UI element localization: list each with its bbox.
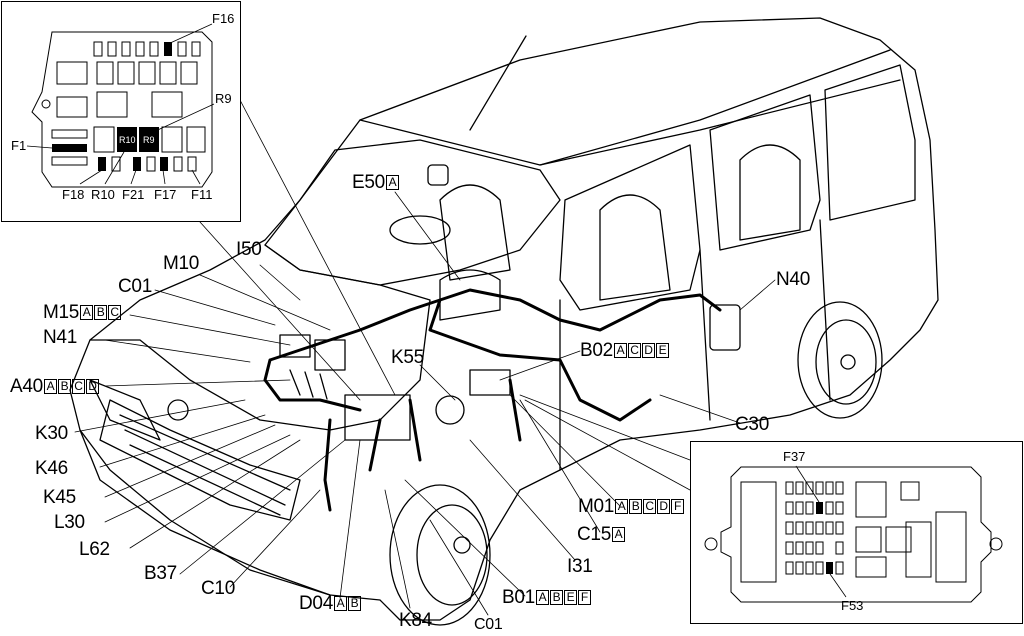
fuel-pump (709, 304, 741, 351)
label-k84: K84 (399, 610, 432, 631)
fuse-f17 (160, 157, 168, 171)
label-f17: F17 (154, 187, 177, 202)
label-k55: K55 (391, 347, 424, 368)
label-k45: K45 (43, 487, 76, 508)
label-f1: F1 (11, 138, 27, 153)
label-c01-bottom: C01 (474, 616, 503, 633)
label-l30: L30 (54, 512, 85, 533)
relay-r9 (139, 127, 159, 152)
headlight (89, 379, 161, 441)
fuse-f18 (98, 157, 106, 171)
fuse-f21 (133, 157, 141, 171)
side-window-middle (709, 94, 821, 251)
label-m10: M10 (163, 253, 200, 274)
label-f21: F21 (122, 187, 145, 202)
relay-r10 (117, 127, 137, 152)
fuse-f53 (826, 562, 833, 574)
label-c01-top: C01 (118, 276, 152, 297)
label-r10: R10 (91, 187, 115, 202)
label-f53: F53 (841, 598, 864, 613)
fuse-f16 (164, 42, 172, 56)
rear-wheel (797, 301, 883, 419)
label-i31: I31 (567, 556, 593, 577)
label-f18: F18 (62, 187, 85, 202)
e50-unit (439, 269, 501, 321)
antenna (469, 35, 527, 131)
label-f11: F11 (191, 187, 213, 202)
label-n41: N41 (43, 327, 77, 348)
fuse-f37 (816, 502, 823, 514)
relay-r9-label: R9 (143, 135, 155, 145)
front-wheel (389, 484, 491, 626)
label-c10: C10 (201, 578, 235, 599)
label-c30: C30 (735, 414, 769, 435)
engine-fuse-box-inset: R10 R9 F16 R9 F1 F18 R10 F21 F17 F11 (1, 1, 241, 222)
side-window-rear (824, 64, 916, 221)
label-l62: L62 (79, 539, 110, 560)
label-n40: N40 (776, 269, 810, 290)
label-k46: K46 (35, 458, 68, 479)
side-window-front (559, 144, 701, 311)
label-i50: I50 (236, 239, 262, 260)
b02-block (469, 369, 511, 396)
relay-r10-label: R10 (119, 135, 136, 145)
label-r9: R9 (215, 91, 232, 106)
label-b37: B37 (144, 563, 177, 584)
fuse-f1 (52, 144, 87, 152)
label-f37: F37 (783, 449, 806, 464)
front-logo (167, 399, 189, 421)
vehicle-body (69, 17, 939, 621)
ecu-block (314, 339, 346, 371)
front-grille (99, 399, 301, 521)
relay-block (279, 334, 311, 358)
label-f16: F16 (212, 11, 235, 26)
wiring-harness (263, 288, 722, 512)
brake-booster (435, 395, 465, 425)
engine-fuse-box (344, 394, 411, 441)
windshield (264, 139, 561, 286)
body-computer-inset: F37 F53 (690, 441, 1023, 624)
label-k30: K30 (35, 423, 68, 444)
